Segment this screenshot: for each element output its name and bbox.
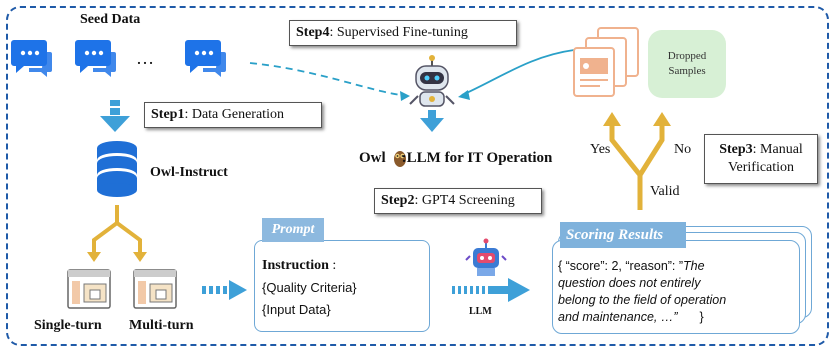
- robot-icon: [409, 55, 455, 107]
- curve-arrow: [461, 49, 575, 96]
- single-turn-icon: [67, 269, 111, 309]
- dropped-line2: Samples: [668, 65, 706, 77]
- dashed-right-arrow: [202, 280, 247, 300]
- owl-label-prefix: Owl: [359, 150, 386, 166]
- dropped-line1: Dropped: [667, 50, 707, 63]
- step3-text: : Manual: [752, 141, 803, 157]
- valid-label: Valid: [650, 184, 680, 199]
- quality-criteria: {Quality Criteria}: [262, 280, 357, 295]
- llm-arrow: [452, 278, 530, 302]
- step1-text: : Data Generation: [184, 107, 284, 122]
- chat-icon: [185, 40, 226, 77]
- step3-line2: Verification: [727, 160, 795, 175]
- input-data: {Input Data}: [262, 302, 331, 317]
- chat-icon: [11, 40, 52, 77]
- scoring-open: { “score”: 2, “reason”: ”: [558, 259, 684, 273]
- seed-data-label: Seed Data: [80, 12, 141, 27]
- down-arrow: [420, 110, 444, 132]
- step2-box: Step2: GPT4 Screening: [374, 188, 542, 214]
- owl-icon: [394, 151, 406, 167]
- ellipsis: …: [136, 48, 154, 68]
- reason-line3: belong to the field of operation: [558, 293, 727, 307]
- reason-line1: The: [683, 259, 705, 273]
- no-label: No: [674, 142, 692, 157]
- step4-text: : Supervised Fine-tuning: [329, 25, 468, 40]
- step3-box: Step3: Manual Verification: [704, 134, 818, 184]
- reason-line2: question does not entirely: [558, 276, 701, 290]
- step4-bold: Step4: [296, 25, 330, 40]
- verification-arrow: [609, 124, 665, 210]
- owl-label-suffix: :LLM for IT Operation: [401, 150, 553, 166]
- documents-icon: [573, 27, 639, 97]
- step3-bold: Step3: [719, 141, 753, 157]
- chat-icon: [75, 40, 116, 77]
- yes-label: Yes: [590, 142, 611, 157]
- database-icon: [97, 141, 137, 197]
- scoring-text: { “score”: 2, “reason”: ”The question do…: [558, 258, 798, 326]
- instruction-colon: :: [328, 258, 337, 273]
- prompt-tag: Prompt: [262, 218, 324, 242]
- dashed-arrow: [249, 62, 409, 97]
- llm-label: LLM: [469, 306, 492, 317]
- down-arrow: [100, 100, 130, 132]
- step2-text: : GPT4 Screening: [414, 193, 515, 208]
- multi-turn-label: Multi-turn: [129, 318, 194, 333]
- step2-bold: Step2: [381, 193, 415, 208]
- prompt-card: [254, 240, 430, 332]
- multi-turn-icon: [133, 269, 177, 309]
- owl-label: Owl :LLM for IT Operation: [359, 150, 552, 167]
- step1-bold: Step1: [151, 107, 185, 122]
- prompt-instruction: Instruction :: [262, 258, 336, 274]
- dashed-frame: [6, 6, 829, 346]
- scoring-tag: Scoring Results: [560, 222, 686, 248]
- owl-instruct-label: Owl-Instruct: [150, 165, 228, 180]
- reason-line4: and maintenance, …”: [558, 310, 678, 324]
- split-arrow: [92, 205, 142, 252]
- scoring-close: }: [699, 310, 704, 324]
- single-turn-label: Single-turn: [34, 318, 102, 333]
- step1-box: Step1: Data Generation: [144, 102, 322, 128]
- step4-box: Step4: Supervised Fine-tuning: [289, 20, 517, 46]
- instruction-label: Instruction: [262, 258, 329, 273]
- dropped-samples: Dropped Samples: [648, 30, 726, 98]
- llm-robot-icon: [465, 238, 507, 276]
